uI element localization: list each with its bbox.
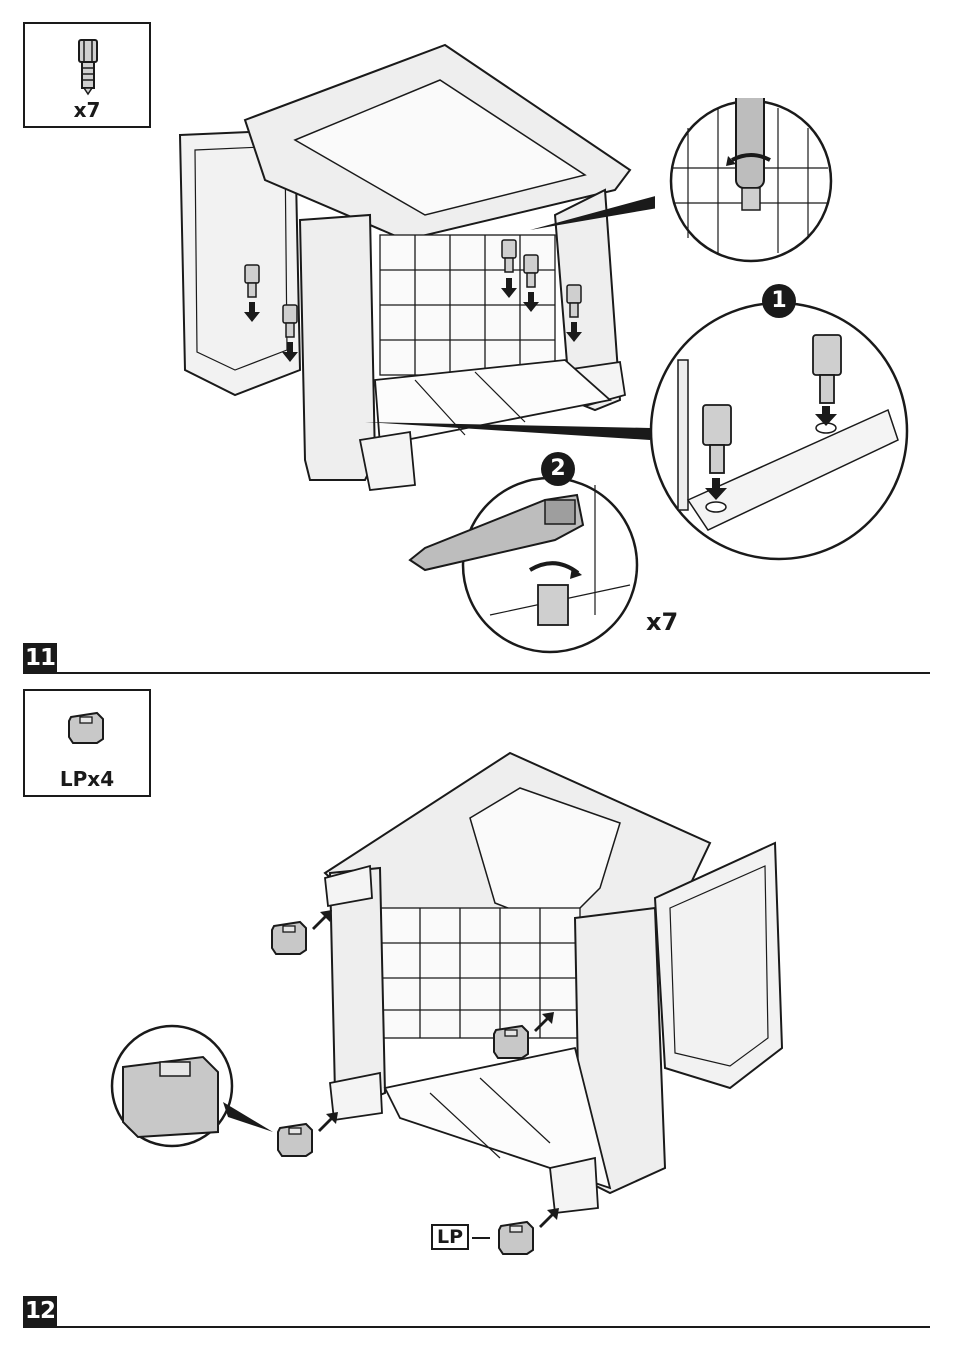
leg-cap-icon xyxy=(497,1218,537,1258)
cabinet-base-illustration xyxy=(175,40,655,500)
adjustable-foot-icon xyxy=(73,38,103,96)
leg-cap-icon xyxy=(270,918,310,958)
repeat-quantity: x7 xyxy=(646,608,678,636)
parts-quantity: LPx4 xyxy=(25,767,149,791)
down-arrow-icon xyxy=(532,1010,556,1034)
step-number-12: 12 xyxy=(23,1296,57,1326)
parts-box-feet: x7 xyxy=(23,22,151,128)
detail-callout-wrench-top xyxy=(668,98,834,264)
leg-cap-icon xyxy=(67,707,107,747)
leg-cap-icon xyxy=(492,1022,532,1062)
adjusting-wrench-icon xyxy=(736,98,764,188)
cap-label: LP xyxy=(431,1224,469,1250)
detail-callout-1 xyxy=(648,300,910,562)
callout-number-1: 1 xyxy=(762,284,796,318)
callout-number-2: 2 xyxy=(541,452,575,486)
down-arrow-icon xyxy=(310,908,334,932)
detail-callout-leg-cap xyxy=(108,1022,298,1152)
parts-box-leg-caps: LPx4 xyxy=(23,689,151,797)
parts-quantity: x7 xyxy=(25,98,149,122)
step-divider-12 xyxy=(23,1326,930,1328)
cabinet-base-cap-illustration xyxy=(320,748,790,1218)
down-arrow-icon xyxy=(316,1110,340,1134)
down-arrow-icon xyxy=(537,1206,561,1230)
adjusting-wrench-icon xyxy=(405,490,590,575)
cap-label-leader xyxy=(472,1237,490,1239)
step-divider-11 xyxy=(23,672,930,674)
step-number-11: 11 xyxy=(23,643,57,673)
